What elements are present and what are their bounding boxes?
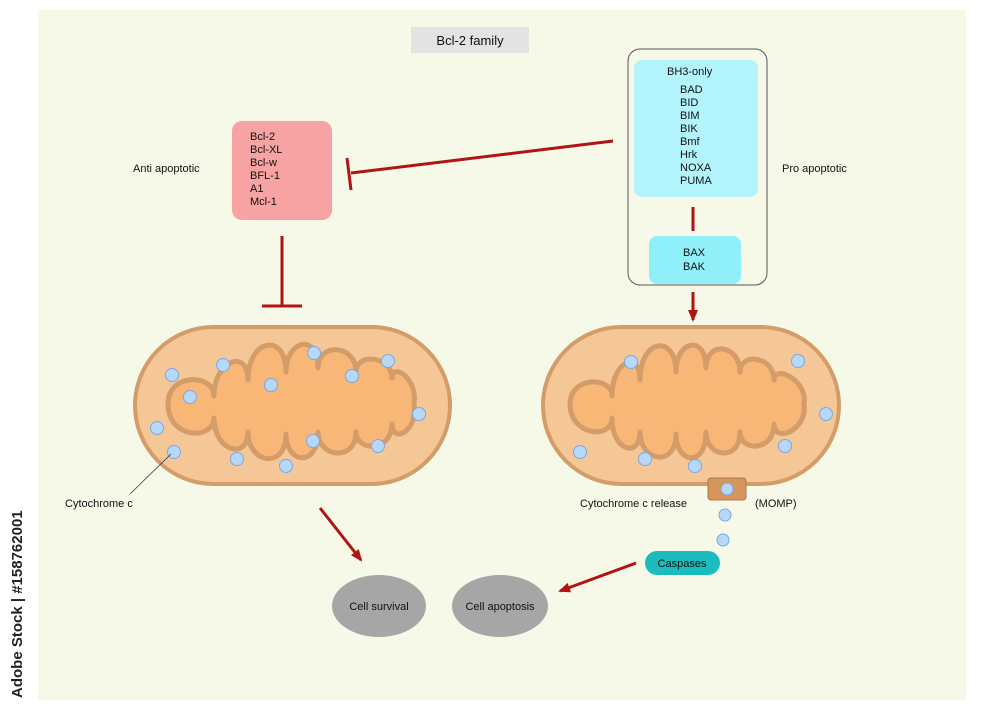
cytochrome-c-label: Cytochrome c — [65, 498, 133, 510]
pro-apoptotic-container — [627, 48, 768, 286]
bax-bak-box: BAX BAK — [649, 236, 741, 284]
cytochrome-c-dot — [573, 445, 587, 459]
anti-apoptotic-box: Bcl-2 Bcl-XL Bcl-w BFL-1 A1 Mcl-1 — [232, 121, 332, 220]
released-cytochrome-dot — [718, 508, 732, 522]
bh3-item: PUMA — [680, 175, 712, 187]
bh3-item: BAD — [680, 84, 703, 96]
bh3-only-box: BH3-only BAD BID BIM BIK Bmf Hrk NOXA PU… — [634, 60, 758, 197]
diagram-title: Bcl-2 family — [436, 33, 504, 48]
effector-item: BAK — [683, 261, 706, 273]
stock-watermark-text: Adobe Stock | #158762001 — [9, 510, 26, 698]
cytochrome-c-dot — [778, 439, 792, 453]
momp-label: (MOMP) — [755, 498, 797, 510]
anti-item: Bcl-XL — [250, 144, 282, 156]
cytochrome-c-dot — [819, 407, 833, 421]
anti-item: Bcl-2 — [250, 131, 275, 143]
cristae-right — [567, 342, 807, 461]
bh3-item: BID — [680, 97, 698, 109]
anti-item: Bcl-w — [250, 157, 277, 169]
title-box: Bcl-2 family — [411, 27, 529, 53]
cytochrome-c-dot — [791, 354, 805, 368]
caspases-label: Caspases — [658, 558, 707, 570]
stock-watermark: Adobe Stock | #158762001 — [9, 510, 26, 698]
arrow-mito-to-survival — [318, 507, 363, 562]
anti-item: Mcl-1 — [250, 196, 277, 208]
inhibition-arrow-bh3-to-anti — [345, 139, 614, 191]
momp-pore — [707, 477, 747, 547]
arrow-caspases-to-apoptosis — [558, 561, 637, 593]
anti-apoptotic-label: Anti apoptotic — [133, 163, 200, 175]
cytochrome-c-dot — [345, 369, 359, 383]
bh3-item: BIK — [680, 123, 698, 135]
anti-item: BFL-1 — [250, 170, 280, 182]
mitochondrion-left — [133, 325, 452, 486]
mitochondrion-right — [541, 325, 841, 486]
anti-item: A1 — [250, 183, 263, 195]
bh3-item: Bmf — [680, 136, 701, 148]
caspases-box: Caspases — [645, 551, 720, 575]
cell-survival-oval: Cell survival — [332, 575, 426, 637]
bh3-item: BIM — [680, 110, 700, 122]
cytochrome-c-dot — [216, 358, 230, 372]
cytochrome-release-label: Cytochrome c release — [580, 498, 687, 510]
cytochrome-c-dot — [638, 452, 652, 466]
cytochrome-c-dot — [264, 378, 278, 392]
cytochrome-c-dot — [412, 407, 426, 421]
cytochrome-c-dot — [381, 354, 395, 368]
cell-survival-label: Cell survival — [349, 601, 408, 613]
cytochrome-c-dot — [230, 452, 244, 466]
cytochrome-c-dot — [371, 439, 385, 453]
cytochrome-c-dot — [150, 421, 164, 435]
cytochrome-c-dot — [688, 459, 702, 473]
cytochrome-c-pointer — [129, 453, 172, 495]
cytochrome-c-dot — [624, 355, 638, 369]
bh3-item: Hrk — [680, 149, 698, 161]
cytochrome-c-dot — [165, 368, 179, 382]
cytochrome-c-dot — [307, 346, 321, 360]
inhibition-arrow-anti-to-mito — [262, 236, 302, 308]
effector-item: BAX — [683, 247, 706, 259]
cytochrome-c-dot — [183, 390, 197, 404]
bh3-title: BH3-only — [667, 66, 713, 78]
released-cytochrome-dot — [720, 482, 734, 496]
pro-apoptotic-label: Pro apoptotic — [782, 163, 847, 175]
cytochrome-c-dot — [167, 445, 181, 459]
cytochrome-c-dot — [306, 434, 320, 448]
cell-apoptosis-label: Cell apoptosis — [465, 601, 535, 613]
released-cytochrome-dot — [716, 533, 730, 547]
cytochrome-c-dot — [279, 459, 293, 473]
cell-apoptosis-oval: Cell apoptosis — [452, 575, 548, 637]
bh3-item: NOXA — [680, 162, 712, 174]
